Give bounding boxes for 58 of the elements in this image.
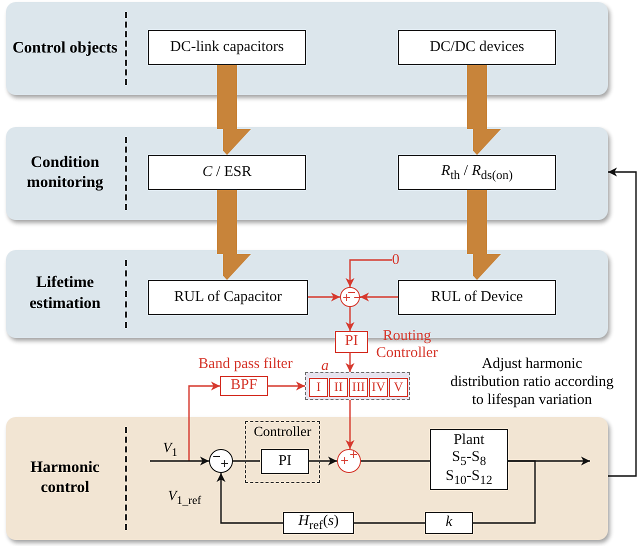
plant-block: Plant S$_{5}$-S$_{8}$ S$_{10}$-S$_{12}$ [430,429,508,490]
block-caption: Band pass filter [197,356,294,372]
block: BPF [220,376,268,396]
connector [346,400,354,449]
block: DC/DC devices [398,30,556,65]
controller-group [245,421,320,483]
block: RUL of Device [398,280,556,315]
connector [361,460,430,462]
stage-title: Harmonic control [29,458,101,498]
connector [360,292,398,302]
connector [233,460,260,462]
block-caption: Routing Controller [375,328,439,361]
block: R$_{th}$ / R$_{ds(on)}$ [398,155,556,190]
edge-label: V$_{1}$ [163,441,178,459]
connector [308,292,340,302]
summing-junction [337,449,361,473]
sign: − [347,287,356,298]
connector [473,460,536,524]
connector [216,473,283,524]
harmonic-slot: I [309,378,328,397]
connector [346,259,392,287]
stage-title: Condition monitoring [26,152,104,194]
stage-panel [6,417,608,540]
sign: + [349,449,358,460]
connector [354,522,425,524]
harmonic-slot: IV [369,378,388,397]
sign: + [220,458,230,469]
ratio-selector [305,372,410,400]
harmonic-slot: II [329,378,348,397]
block: H$_{ref}$(s) [283,512,354,534]
connector [346,307,354,331]
block: k [425,512,473,534]
sign: + [340,455,350,466]
connector [188,382,220,461]
summing-junction [209,449,233,473]
connector [346,353,354,372]
harmonic-slot: V [389,378,408,397]
stage-panel [6,127,608,220]
sign: − [212,451,222,462]
stage-title: Lifetime estimation [28,273,102,314]
block: DC-link capacitors [148,30,306,65]
block: PI [261,449,309,474]
harmonic-slot: III [349,378,368,397]
block: PI [335,331,368,353]
stage-title: Control objects [11,38,119,58]
annotation: Adjust harmonic distribution ratio according to lifespan variation [449,355,615,409]
connector [308,456,337,466]
group-title: Controller [252,425,312,441]
block-caption: a [320,358,330,374]
block: RUL of Capacitor [148,280,308,315]
block: C / ESR [148,155,306,190]
reference-value: 0 [392,252,406,268]
edge-label: V$_{1_ref}$ [168,489,202,507]
summing-junction [340,287,360,307]
stage-panel [6,2,608,95]
connector [608,168,637,477]
connector [150,456,209,466]
connector [268,382,305,390]
